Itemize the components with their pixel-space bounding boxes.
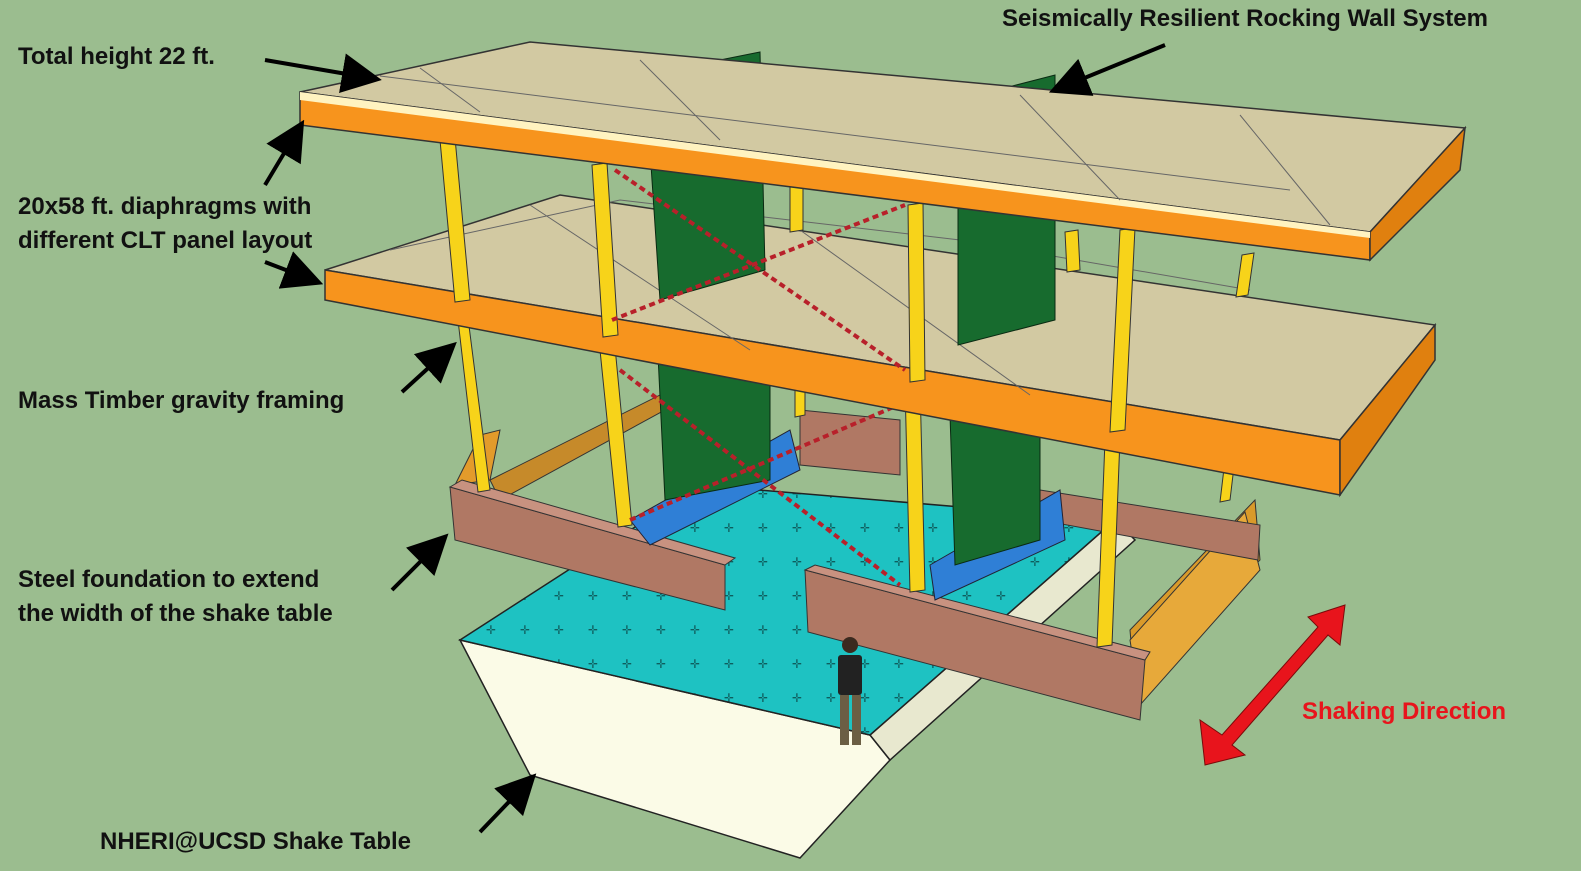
shaking-direction-arrow <box>1199 604 1346 766</box>
label-shaking-direction: Shaking Direction <box>1302 698 1507 725</box>
upper-columns <box>439 137 1255 433</box>
label-shake-table: NHERI@UCSD Shake Table <box>100 828 412 855</box>
upper-braces <box>611 168 907 372</box>
label-foundation-line2: the width of the shake table <box>18 600 333 627</box>
person-figure <box>838 637 862 745</box>
roof-diaphragm <box>299 41 1467 262</box>
label-diaphragms-line2: different CLT panel layout <box>18 227 313 254</box>
lower-braces <box>618 368 911 587</box>
label-diaphragms-line1: 20x58 ft. diaphragms with <box>18 193 312 220</box>
label-foundation-line1: Steel foundation to extend <box>18 566 320 593</box>
steel-foundation <box>448 374 1261 721</box>
label-total-height: Total height 22 ft. <box>18 43 215 70</box>
annotation-arrows <box>263 43 1166 834</box>
label-rocking-wall: Seismically Resilient Rocking Wall Syste… <box>1002 5 1488 32</box>
label-gravity-framing: Mass Timber gravity framing <box>18 387 345 414</box>
